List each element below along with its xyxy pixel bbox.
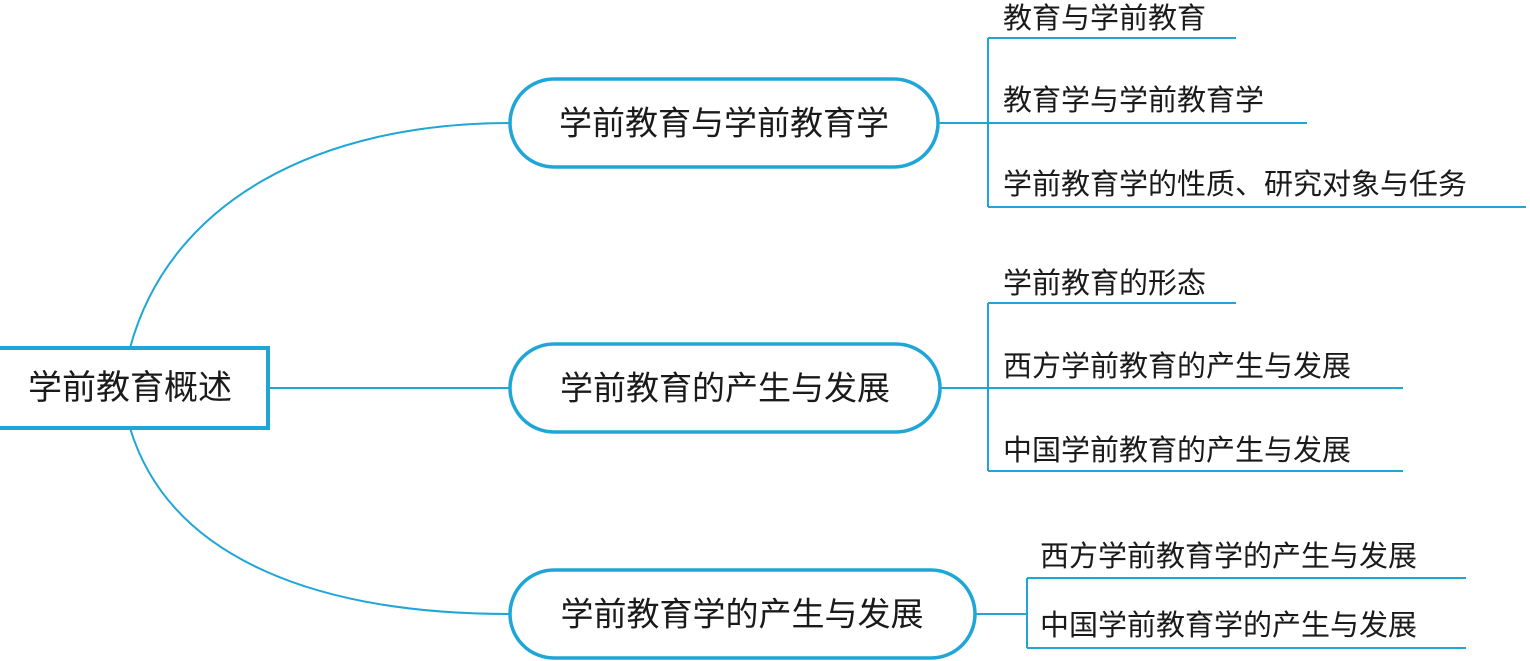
branch-node-2-box (508, 342, 942, 434)
leaf-1-3: 学前教育学的性质、研究对象与任务 (1003, 167, 1467, 201)
leaf-3-2: 中国学前教育学的产生与发展 (1040, 608, 1417, 642)
leaf-2-1: 学前教育的形态 (1003, 266, 1206, 300)
leaf-2-3: 中国学前教育的产生与发展 (1003, 433, 1351, 467)
branch-node-1: 学前教育与学前教育学 (508, 77, 940, 169)
branch-node-2: 学前教育的产生与发展 (508, 342, 942, 434)
leaf-underlines (988, 37, 1526, 649)
leaf-1-2: 教育学与学前教育学 (1003, 83, 1264, 117)
branch-node-2-label: 学前教育的产生与发展 (560, 369, 890, 408)
root-node: 学前教育概述 (0, 346, 270, 430)
branch-node-1-box (508, 77, 940, 169)
root-node-box (0, 346, 270, 430)
leaf-3-1: 西方学前教育学的产生与发展 (1040, 539, 1417, 573)
connector-root-branch-1 (129, 122, 511, 349)
branch-node-3-box (508, 568, 977, 660)
leaf-2-2: 西方学前教育的产生与发展 (1003, 349, 1351, 383)
branch-node-3-label: 学前教育学的产生与发展 (561, 595, 924, 634)
bracket-branch-1 (938, 38, 989, 207)
bracket-branch-3 (975, 578, 1028, 648)
bracket-branch-2 (940, 303, 989, 471)
connector-root-branch-3 (129, 427, 511, 615)
branch-node-3: 学前教育学的产生与发展 (508, 568, 977, 660)
root-node-label: 学前教育概述 (28, 368, 232, 408)
leaf-1-1: 教育与学前教育 (1003, 1, 1206, 35)
branch-node-1-label: 学前教育与学前教育学 (559, 104, 889, 143)
